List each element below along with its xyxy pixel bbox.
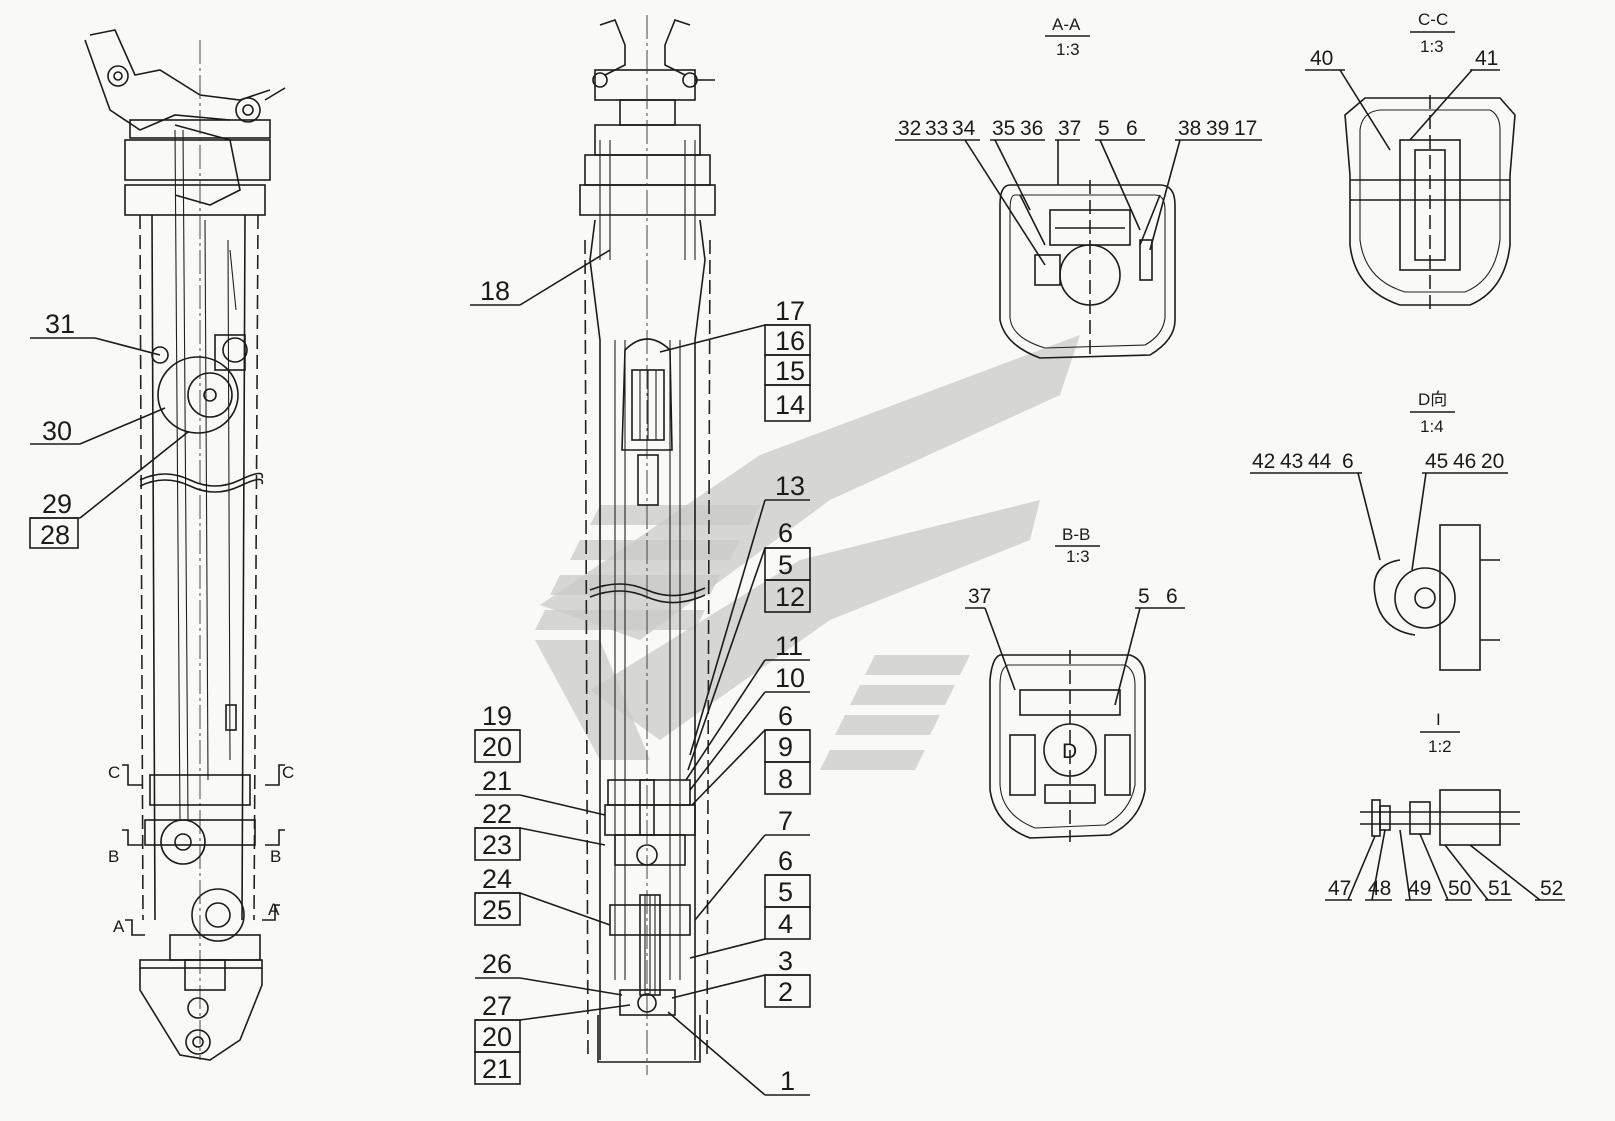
callout-6c: 6 [778, 846, 793, 876]
callout-31: 31 [45, 309, 75, 339]
callout-20a: 20 [482, 732, 512, 762]
i-label-50: 50 [1448, 877, 1471, 900]
section-cc: C-C 1:3 40 41 [1305, 10, 1516, 310]
callout-9: 9 [778, 732, 793, 762]
section-cc-title: C-C [1418, 10, 1448, 29]
callout-29: 29 [42, 489, 72, 519]
aa-label-36: 36 [1020, 117, 1043, 140]
i-label-52: 52 [1540, 877, 1563, 900]
section-aa: A-A 1:3 32 33 34 35 36 37 5 6 38 39 17 [895, 15, 1262, 360]
d-label-46: 46 [1453, 450, 1476, 473]
view-d-scale: 1:4 [1420, 417, 1444, 436]
callout-8: 8 [778, 764, 793, 794]
callout-24: 24 [482, 864, 512, 894]
aa-label-38: 38 [1178, 117, 1201, 140]
callout-19: 19 [482, 701, 512, 731]
section-aa-scale: 1:3 [1056, 40, 1080, 59]
callout-17: 17 [775, 296, 805, 326]
callout-6b: 6 [778, 701, 793, 731]
section-mark-c-left: C [108, 763, 120, 782]
i-label-48: 48 [1368, 877, 1391, 900]
d-label-42: 42 [1252, 450, 1275, 473]
section-mark-b-right: B [270, 847, 281, 866]
aa-label-39: 39 [1206, 117, 1229, 140]
view-i: I 1:2 47 48 49 50 51 52 [1325, 710, 1565, 901]
callout-15: 15 [775, 356, 805, 386]
aa-label-5: 5 [1098, 117, 1110, 140]
i-label-51: 51 [1488, 877, 1511, 900]
aa-label-34: 34 [952, 117, 976, 140]
section-aa-title: A-A [1052, 15, 1081, 34]
callout-4: 4 [778, 909, 793, 939]
section-mark-b-left: B [108, 847, 119, 866]
d-label-20: 20 [1481, 450, 1504, 473]
section-bb: B-B 1:3 D 37 5 6 [965, 525, 1185, 842]
callout-5b: 5 [778, 877, 793, 907]
bb-label-37: 37 [968, 585, 991, 608]
section-mark-c-right: C [282, 763, 294, 782]
watermark-logo [535, 335, 1080, 770]
d-label-45: 45 [1425, 450, 1448, 473]
aa-label-32: 32 [898, 117, 921, 140]
callout-21a: 21 [482, 766, 512, 796]
callout-1: 1 [780, 1066, 795, 1096]
callout-13: 13 [775, 471, 805, 501]
view-d: D向 1:4 42 43 44 6 45 46 20 [1250, 390, 1508, 671]
aa-label-17: 17 [1234, 117, 1257, 140]
callout-7: 7 [778, 806, 793, 836]
left-boom-view: C C B B A A 31 30 29 28 [29, 29, 294, 1061]
view-i-title: I [1436, 710, 1441, 729]
callout-16: 16 [775, 326, 805, 356]
callout-3: 3 [778, 946, 793, 976]
section-mark-a-right: A [268, 900, 280, 919]
section-bb-title: B-B [1062, 525, 1090, 544]
d-label-6: 6 [1342, 450, 1354, 473]
cc-label-41: 41 [1475, 47, 1498, 70]
section-mark-a-left: A [113, 917, 125, 936]
callout-21b: 21 [482, 1054, 512, 1084]
i-label-47: 47 [1328, 877, 1351, 900]
callout-14: 14 [775, 390, 805, 420]
i-label-49: 49 [1408, 877, 1431, 900]
callout-22: 22 [482, 799, 512, 829]
cc-label-40: 40 [1310, 47, 1333, 70]
callout-28: 28 [40, 520, 70, 550]
callout-30: 30 [42, 416, 72, 446]
bb-label-6: 6 [1166, 585, 1178, 608]
bb-label-5: 5 [1138, 585, 1150, 608]
callout-27: 27 [482, 991, 512, 1021]
callout-2: 2 [778, 977, 793, 1007]
middle-boom-view: 18 19 20 21 22 23 24 25 26 27 20 21 17 1… [470, 15, 811, 1096]
aa-label-33: 33 [925, 117, 948, 140]
section-cc-scale: 1:3 [1420, 37, 1444, 56]
callout-20b: 20 [482, 1022, 512, 1052]
callout-18: 18 [480, 276, 510, 306]
d-label-44: 44 [1308, 450, 1332, 473]
aa-label-6: 6 [1126, 117, 1138, 140]
aa-label-37: 37 [1058, 117, 1081, 140]
callout-10: 10 [775, 663, 805, 693]
aa-label-35: 35 [992, 117, 1015, 140]
view-d-title: D向 [1418, 390, 1447, 409]
callout-12: 12 [775, 582, 805, 612]
callout-25: 25 [482, 895, 512, 925]
callout-26: 26 [482, 949, 512, 979]
view-i-scale: 1:2 [1428, 737, 1452, 756]
callout-6a: 6 [778, 518, 793, 548]
callout-23: 23 [482, 830, 512, 860]
callout-5a: 5 [778, 550, 793, 580]
callout-11: 11 [775, 631, 803, 661]
d-label-43: 43 [1280, 450, 1303, 473]
section-bb-scale: 1:3 [1066, 547, 1090, 566]
